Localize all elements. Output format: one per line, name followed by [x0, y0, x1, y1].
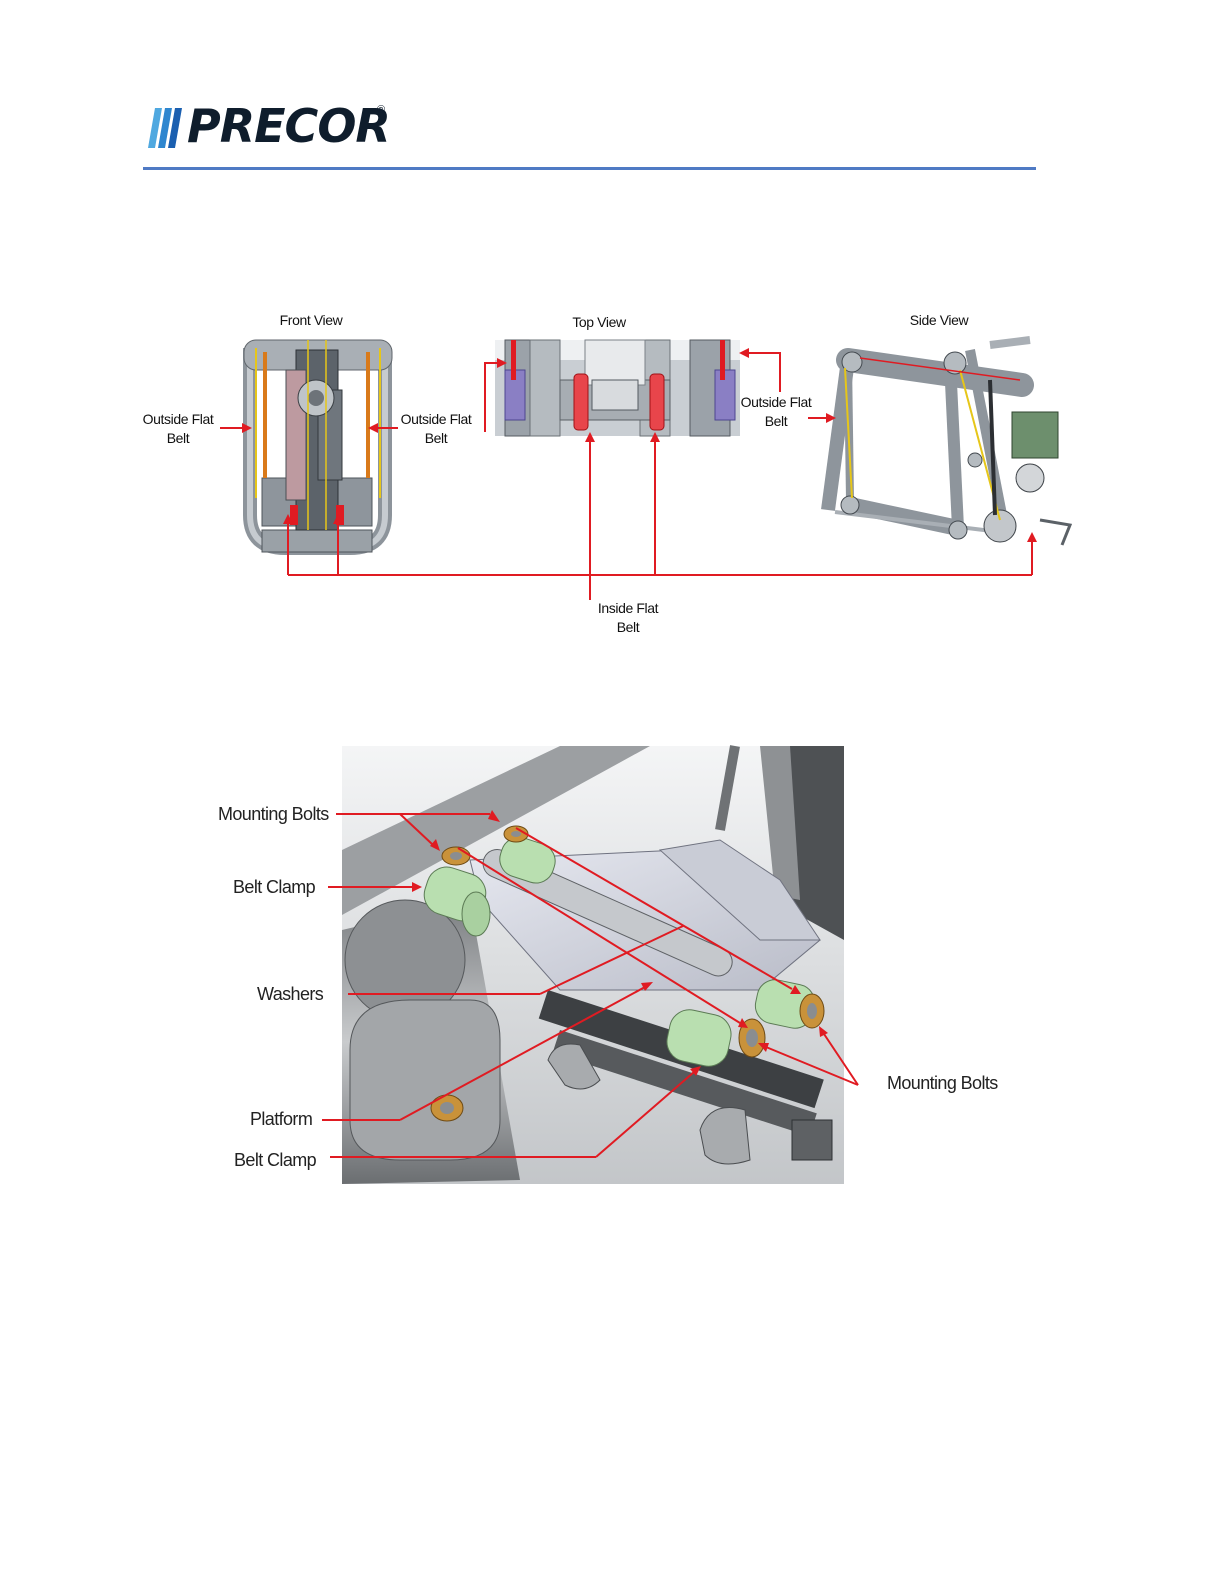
side-view-title: Side View — [896, 311, 982, 330]
front-view-title: Front View — [268, 311, 354, 330]
platform-label: Platform — [250, 1108, 312, 1130]
top-view-title: Top View — [556, 313, 642, 332]
belt-clamp-drawing — [0, 700, 1224, 1220]
belt-clamp-figure: Mounting Bolts Belt Clamp Washers Platfo… — [0, 700, 1224, 1220]
top-view-drawing — [495, 340, 740, 436]
washers-label: Washers — [257, 983, 323, 1005]
mounting-bolts-top-label: Mounting Bolts — [218, 803, 329, 825]
belt-clamp-bottom-label: Belt Clamp — [234, 1149, 316, 1171]
front-view-drawing — [244, 340, 392, 552]
mounting-bolts-right-label: Mounting Bolts — [887, 1072, 998, 1094]
belt-views-drawing — [0, 0, 1224, 700]
belt-views-figure: Front View Top View Side View Outside Fl… — [0, 0, 1224, 700]
belt-clamp-top-label: Belt Clamp — [233, 876, 315, 898]
side-view-drawing — [828, 340, 1070, 545]
